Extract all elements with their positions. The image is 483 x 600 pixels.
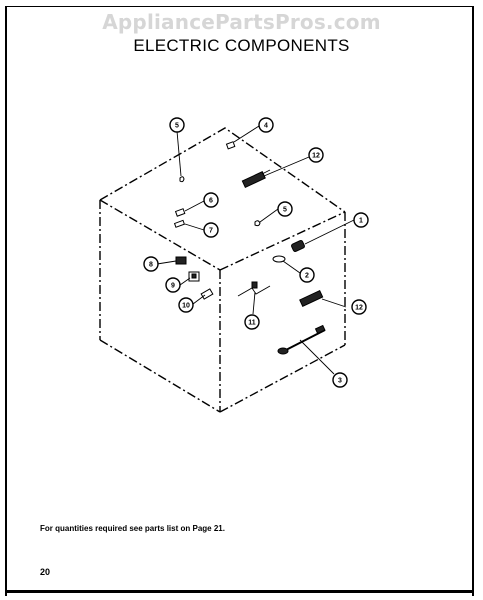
callout-6: 6 (203, 192, 219, 208)
svg-text:11: 11 (248, 320, 256, 327)
part-5-top (179, 176, 185, 183)
frame-right-border (472, 6, 474, 596)
part-4 (225, 141, 236, 150)
svg-text:7: 7 (209, 228, 213, 235)
callout-2: 2 (299, 267, 315, 283)
callout-3: 3 (332, 372, 348, 388)
svg-text:10: 10 (182, 303, 190, 310)
part-6 (174, 208, 186, 217)
part-12-bottom (299, 289, 324, 307)
callout-12-bottom: 12 (351, 299, 367, 315)
frame-left-border (5, 6, 7, 596)
part-8 (175, 256, 187, 265)
svg-text:1: 1 (359, 218, 363, 225)
svg-text:12: 12 (355, 305, 363, 312)
svg-text:5: 5 (283, 207, 287, 214)
callout-12-top: 12 (308, 147, 324, 163)
part-12-top (241, 169, 271, 189)
page-number: 20 (40, 567, 51, 577)
cube-top-front-left-edge (99, 199, 221, 271)
part-7 (173, 219, 186, 228)
part-11 (237, 281, 271, 315)
part-9 (188, 271, 200, 282)
callout-5-top: 5 (169, 117, 185, 133)
cube-bottom-right-edge (219, 344, 346, 413)
part-3 (277, 324, 326, 355)
callout-4: 4 (258, 117, 274, 133)
watermark: AppliancePartsPros.com (102, 10, 381, 34)
cube-bottom-left-edge (99, 339, 221, 413)
svg-text:8: 8 (149, 262, 153, 269)
cube-top-front-right-edge (219, 211, 346, 271)
callout-1: 1 (353, 212, 369, 228)
cube-top-back-edges (99, 127, 346, 213)
svg-text:3: 3 (338, 378, 342, 385)
svg-text:12: 12 (312, 153, 320, 160)
cabinet-outline (99, 127, 346, 413)
quantities-note: For quantities required see parts list o… (40, 524, 225, 533)
callout-8: 8 (143, 256, 159, 272)
frame-bottom-border (5, 590, 474, 593)
callout-5-mid: 5 (277, 201, 293, 217)
callout-10: 10 (178, 297, 194, 313)
part-10 (200, 288, 214, 300)
frame-top-border (5, 6, 474, 7)
part-5-mid (254, 220, 261, 227)
callout-9: 9 (165, 277, 181, 293)
callout-11: 11 (244, 314, 260, 330)
svg-text:6: 6 (209, 198, 213, 205)
part-2 (272, 255, 286, 263)
leader-lines (156, 125, 355, 375)
page-title: ELECTRIC COMPONENTS (133, 36, 350, 55)
svg-text:2: 2 (305, 273, 309, 280)
part-1 (291, 239, 305, 253)
svg-text:5: 5 (175, 123, 179, 130)
svg-text:4: 4 (264, 123, 268, 130)
svg-text:9: 9 (171, 283, 175, 290)
callout-7: 7 (203, 222, 219, 238)
